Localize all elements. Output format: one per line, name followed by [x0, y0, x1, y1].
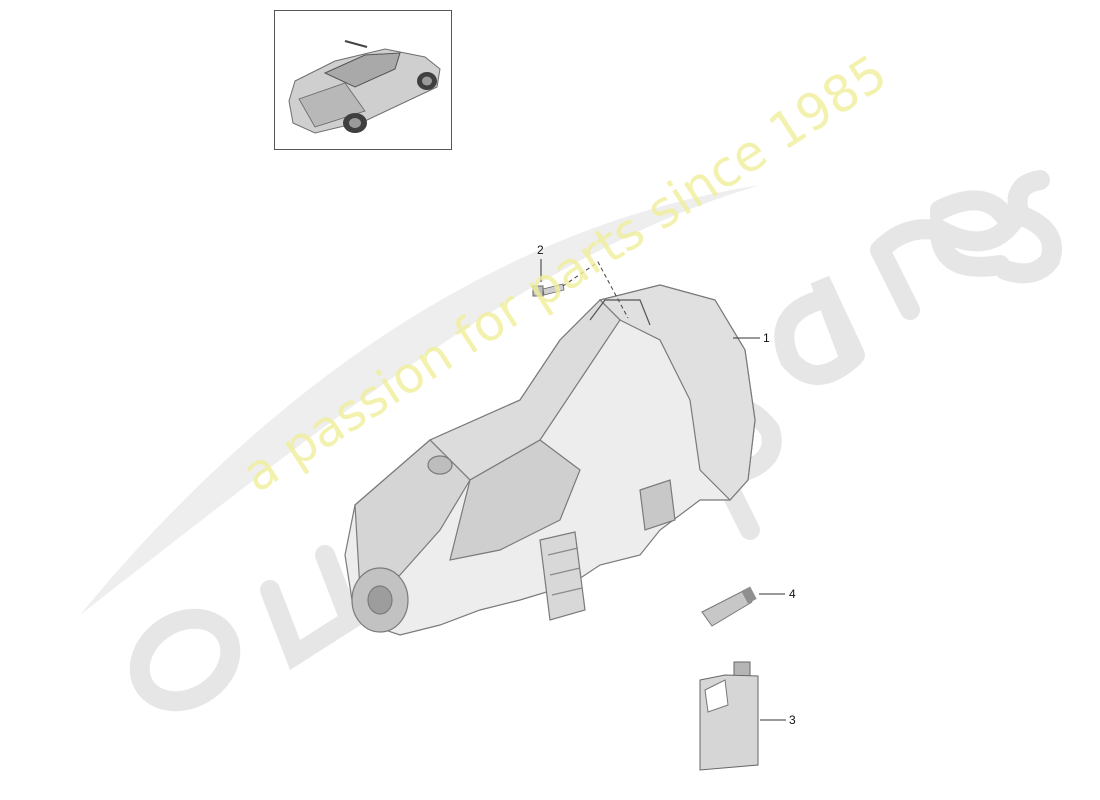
vehicle-thumbnail [274, 10, 452, 150]
callout-4[interactable]: 4 [789, 587, 796, 601]
convertible-car-icon [288, 40, 441, 134]
callout-1[interactable]: 1 [763, 331, 770, 345]
callout-2[interactable]: 2 [537, 243, 544, 257]
callout-3[interactable]: 3 [789, 713, 796, 727]
